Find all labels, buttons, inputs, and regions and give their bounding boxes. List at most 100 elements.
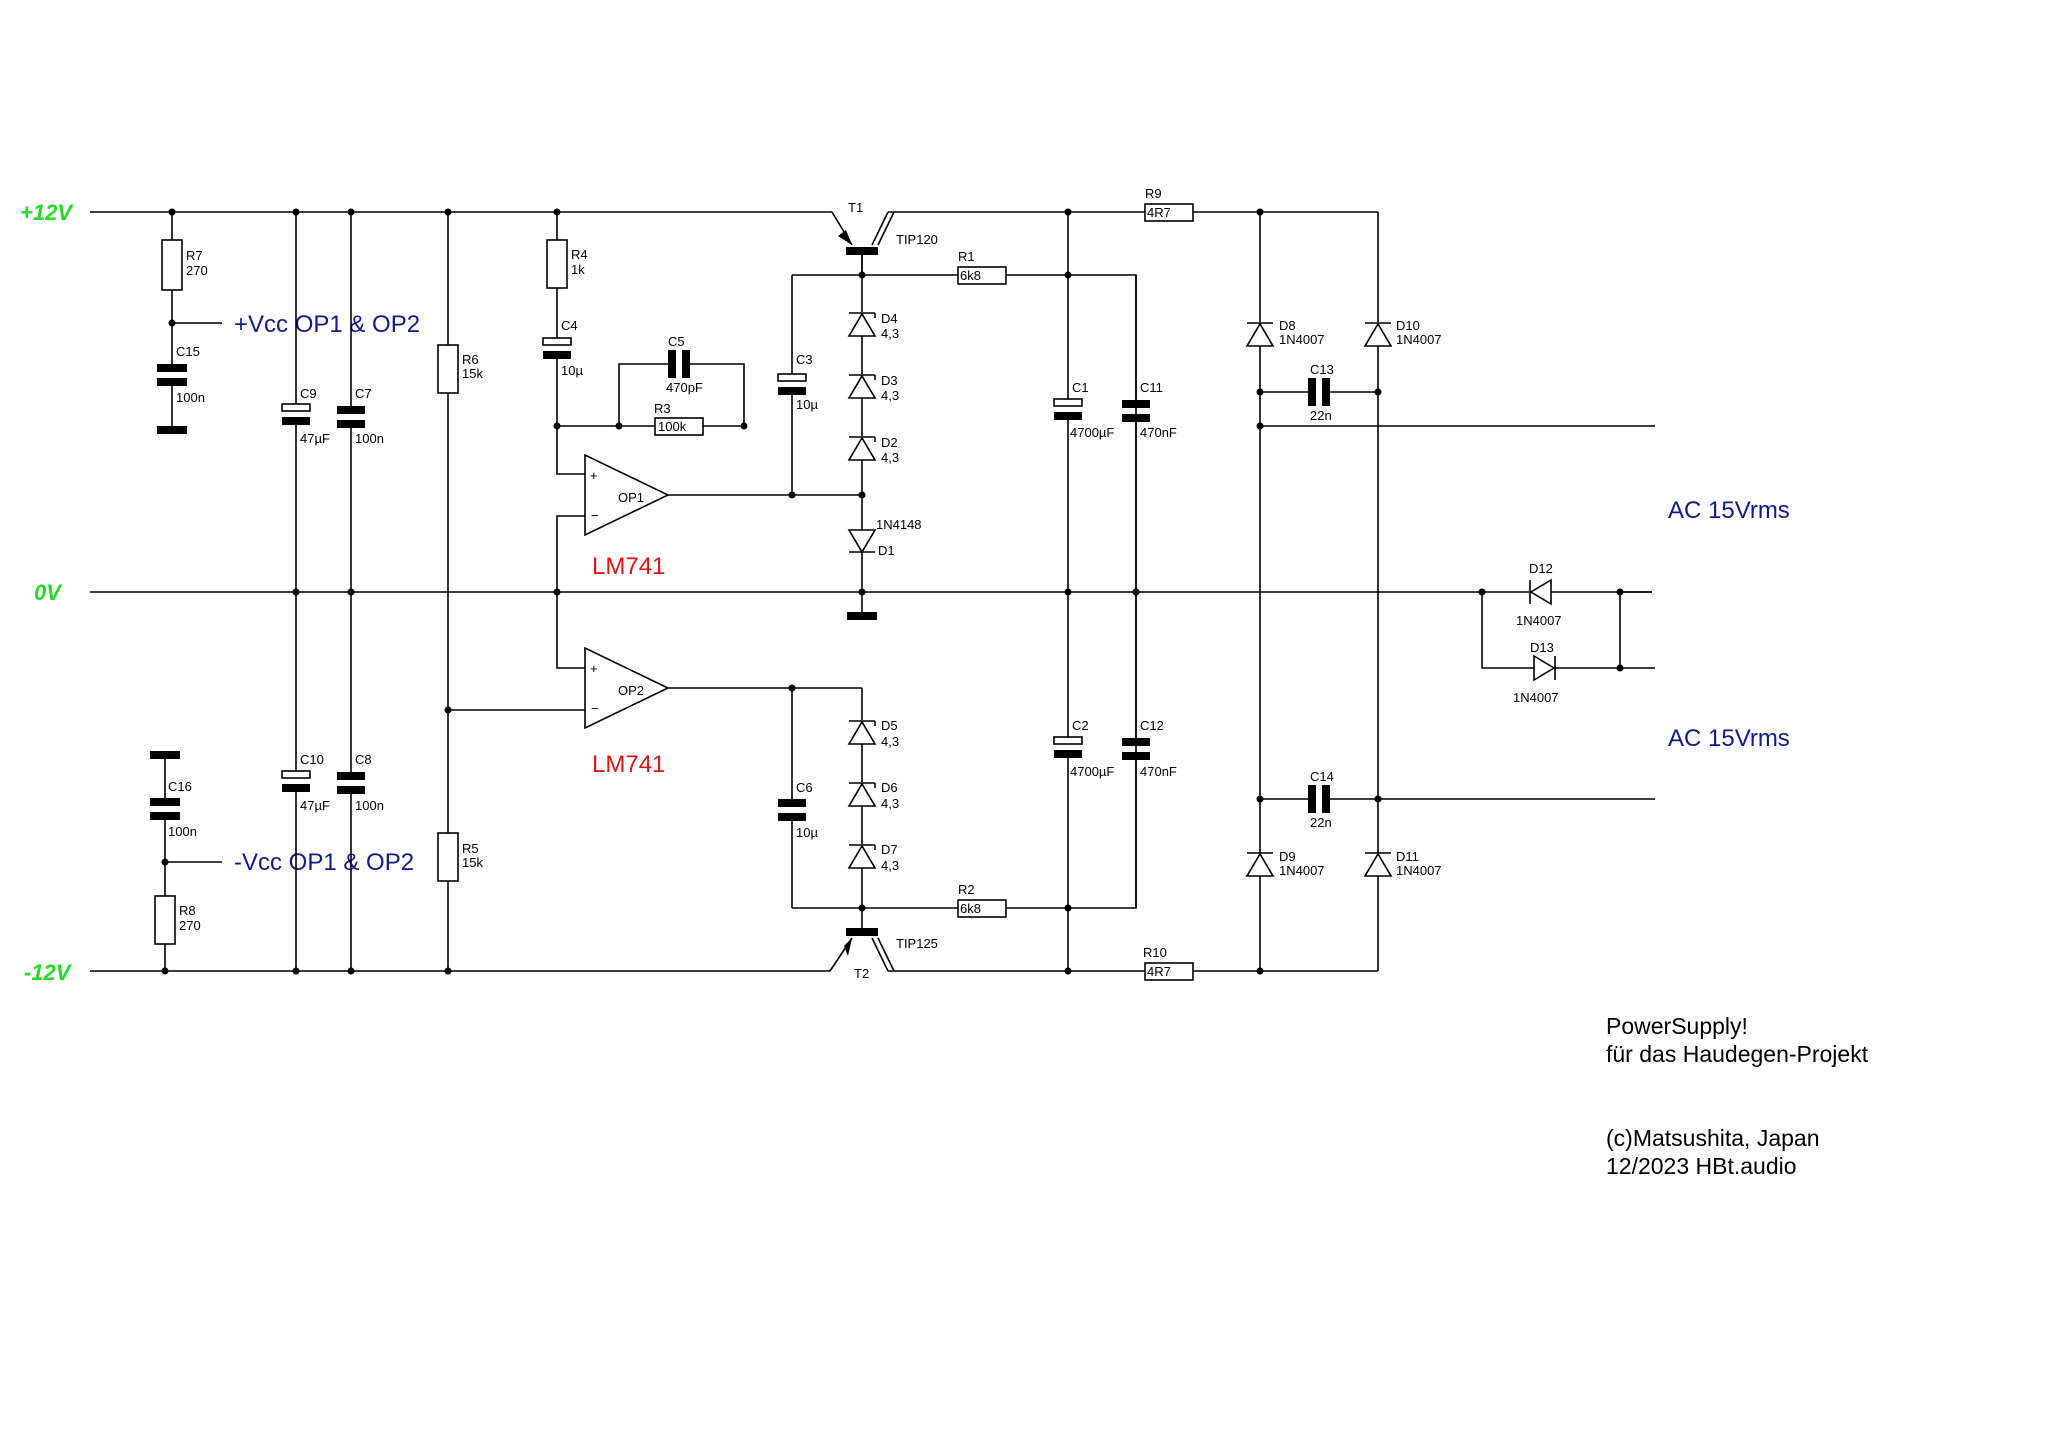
ac-input-lower-label: AC 15Vrms [1668,725,1790,752]
c13-ref: C13 [1310,362,1334,377]
r7-ref: R7 [186,248,203,263]
op1-part: LM741 [592,553,665,580]
r6-ref: R6 [462,352,479,367]
vcc-pos-filter [157,212,222,434]
opamp-op2 [584,646,862,730]
c4-value: 10µ [561,363,583,378]
op1-plus-sign: + [590,468,598,483]
r3-value: 100k [658,419,687,434]
d11-ref: D11 [1396,849,1419,864]
r5-r6-divider [437,212,585,971]
c11-c12-column [1122,275,1150,908]
ground-lift-diodes [1481,578,1655,682]
d8-ref: D8 [1279,318,1296,333]
vcc-pos-label: +Vcc OP1 & OP2 [234,311,420,338]
r2-value: 6k8 [960,901,981,916]
rail-label-plus-12v: +12V [20,200,74,225]
d2-value: 4,3 [881,450,899,465]
d12-ref: D12 [1529,561,1553,576]
c10-ref: C10 [300,752,324,767]
vcc-neg-filter [150,751,222,971]
c14-value: 22n [1310,815,1332,830]
op1-ref: OP1 [618,490,644,505]
r4 [546,239,568,289]
r8-value: 270 [179,918,201,933]
c3-value: 10µ [796,397,818,412]
op2-minus-sign: − [591,701,599,716]
c5-value: 470pF [666,380,703,395]
r5-value: 15k [462,855,483,870]
c7-value: 100n [355,431,384,446]
bridge-rectifier [1245,212,1655,971]
d12-value: 1N4007 [1516,613,1562,628]
op2-ref: OP2 [618,683,644,698]
d5-value: 4,3 [881,734,899,749]
title-block-title: PowerSupply! [1606,1013,1748,1039]
op1-minus-sign: − [591,508,599,523]
d13-value: 1N4007 [1513,690,1559,705]
ac-input-upper-label: AC 15Vrms [1668,497,1790,524]
d10-value: 1N4007 [1396,332,1442,347]
r4-ref: R4 [571,247,588,262]
r7-value: 270 [186,263,208,278]
c16-value: 100n [168,824,197,839]
op1-feedback-network [542,212,745,669]
transistor-t1 [792,211,895,276]
r10 [1144,962,1194,981]
op2-plus-sign: + [590,661,598,676]
d4-ref: D4 [881,311,898,326]
d8-value: 1N4007 [1279,332,1325,347]
rail-label-minus-12v: -12V [24,960,73,985]
c12-ref: C12 [1140,718,1164,733]
r10-ref: R10 [1143,945,1167,960]
c13-value: 22n [1310,408,1332,423]
t2-part: TIP125 [896,936,938,951]
c2-ref: C2 [1072,718,1089,733]
d13-ref: D13 [1530,640,1554,655]
c15-ref: C15 [176,344,200,359]
r4-value: 1k [571,262,585,277]
rail-label-0v: 0V [34,580,63,605]
opamp-op1 [584,453,862,537]
d10-ref: D10 [1396,318,1420,333]
op2-part: LM741 [592,751,665,778]
c8-ref: C8 [355,752,372,767]
r9-ref: R9 [1145,186,1162,201]
c14-ref: C14 [1310,769,1334,784]
r1-value: 6k8 [960,268,981,283]
c12-value: 470nF [1140,764,1177,779]
c2-value: 4700µF [1070,764,1114,779]
c9-ref: C9 [300,386,317,401]
d5-ref: D5 [881,718,898,733]
transistor-t2 [829,928,895,972]
junction-dots [161,208,1624,975]
d6-ref: D6 [881,780,898,795]
c8-value: 100n [355,798,384,813]
r9-value: 4R7 [1147,205,1171,220]
c11-ref: C11 [1140,380,1163,395]
r6-value: 15k [462,366,483,381]
c6-value: 10µ [796,825,818,840]
d9-value: 1N4007 [1279,863,1325,878]
c7-c8-column [337,212,365,971]
r5 [437,832,459,882]
r8 [154,895,176,945]
c3-c6-column [777,275,807,908]
d7-value: 4,3 [881,858,899,873]
c11-value: 470nF [1140,425,1177,440]
t1-ref: T1 [848,200,863,215]
t1-part: TIP120 [896,232,938,247]
c1-ref: C1 [1072,380,1089,395]
title-block-copyright: (c)Matsushita, Japan [1606,1125,1819,1151]
title-block-subtitle: für das Haudegen-Projekt [1606,1041,1869,1067]
c9-value: 47µF [300,431,330,446]
d3-ref: D3 [881,373,898,388]
r2-ref: R2 [958,882,975,897]
d6-value: 4,3 [881,796,899,811]
d1-ref: D1 [878,543,895,558]
r8-ref: R8 [179,903,196,918]
r7 [161,239,183,291]
r3-ref: R3 [654,401,671,416]
d11-value: 1N4007 [1396,863,1442,878]
